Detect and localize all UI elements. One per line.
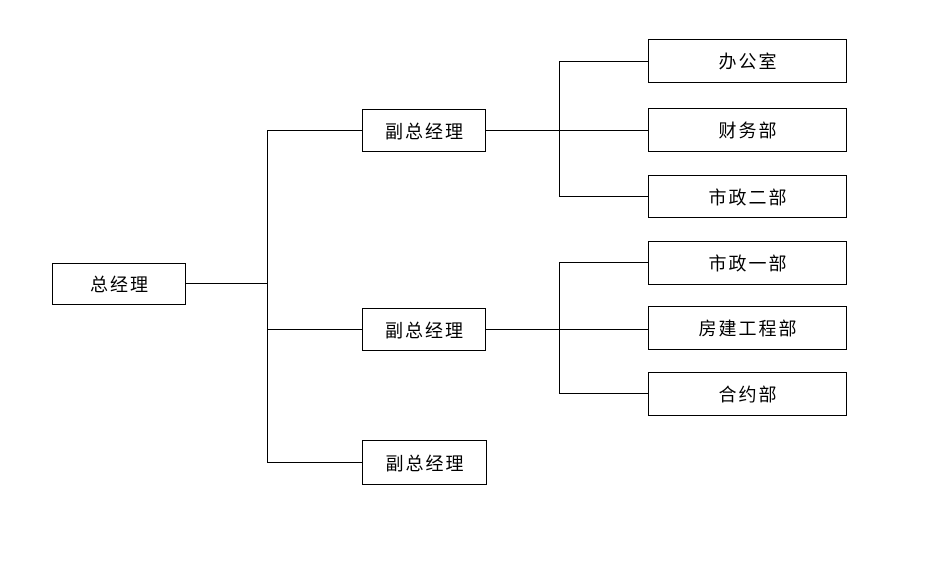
node-label: 副总经理	[385, 453, 466, 474]
connector-line	[559, 61, 560, 197]
connector-line	[267, 130, 362, 131]
org-node-housing-construction: 房建工程部	[648, 306, 847, 350]
connector-line	[186, 283, 268, 284]
connector-line	[267, 329, 362, 330]
connector-line	[559, 262, 648, 263]
node-label: 市政一部	[708, 254, 789, 274]
connector-line	[486, 130, 560, 131]
org-node-municipal-dept-1: 市政一部	[648, 241, 847, 285]
connector-line	[559, 262, 560, 394]
node-label: 总经理	[90, 275, 150, 295]
org-node-contract-dept: 合约部	[648, 372, 847, 416]
org-node-deputy-gm-2: 副总经理	[362, 308, 486, 351]
org-node-office: 办公室	[648, 39, 847, 83]
node-label: 办公室	[718, 52, 779, 72]
connector-line	[267, 130, 268, 463]
node-label: 副总经理	[385, 320, 465, 341]
org-node-finance-dept: 财务部	[648, 108, 847, 152]
org-node-municipal-dept-2: 市政二部	[648, 175, 847, 218]
connector-line	[559, 130, 648, 131]
node-label: 房建工程部	[698, 319, 799, 339]
connector-line	[267, 462, 362, 463]
node-label: 市政二部	[708, 187, 789, 208]
node-label: 副总经理	[385, 121, 465, 142]
connector-line	[559, 196, 648, 197]
org-node-deputy-gm-1: 副总经理	[362, 109, 486, 152]
connector-line	[559, 393, 648, 394]
org-node-general-manager: 总经理	[52, 263, 186, 305]
node-label: 财务部	[718, 121, 779, 141]
connector-line	[559, 61, 648, 62]
connector-line	[486, 329, 560, 330]
connector-line	[559, 329, 648, 330]
node-label: 合约部	[718, 385, 779, 405]
org-node-deputy-gm-3: 副总经理	[362, 440, 487, 485]
